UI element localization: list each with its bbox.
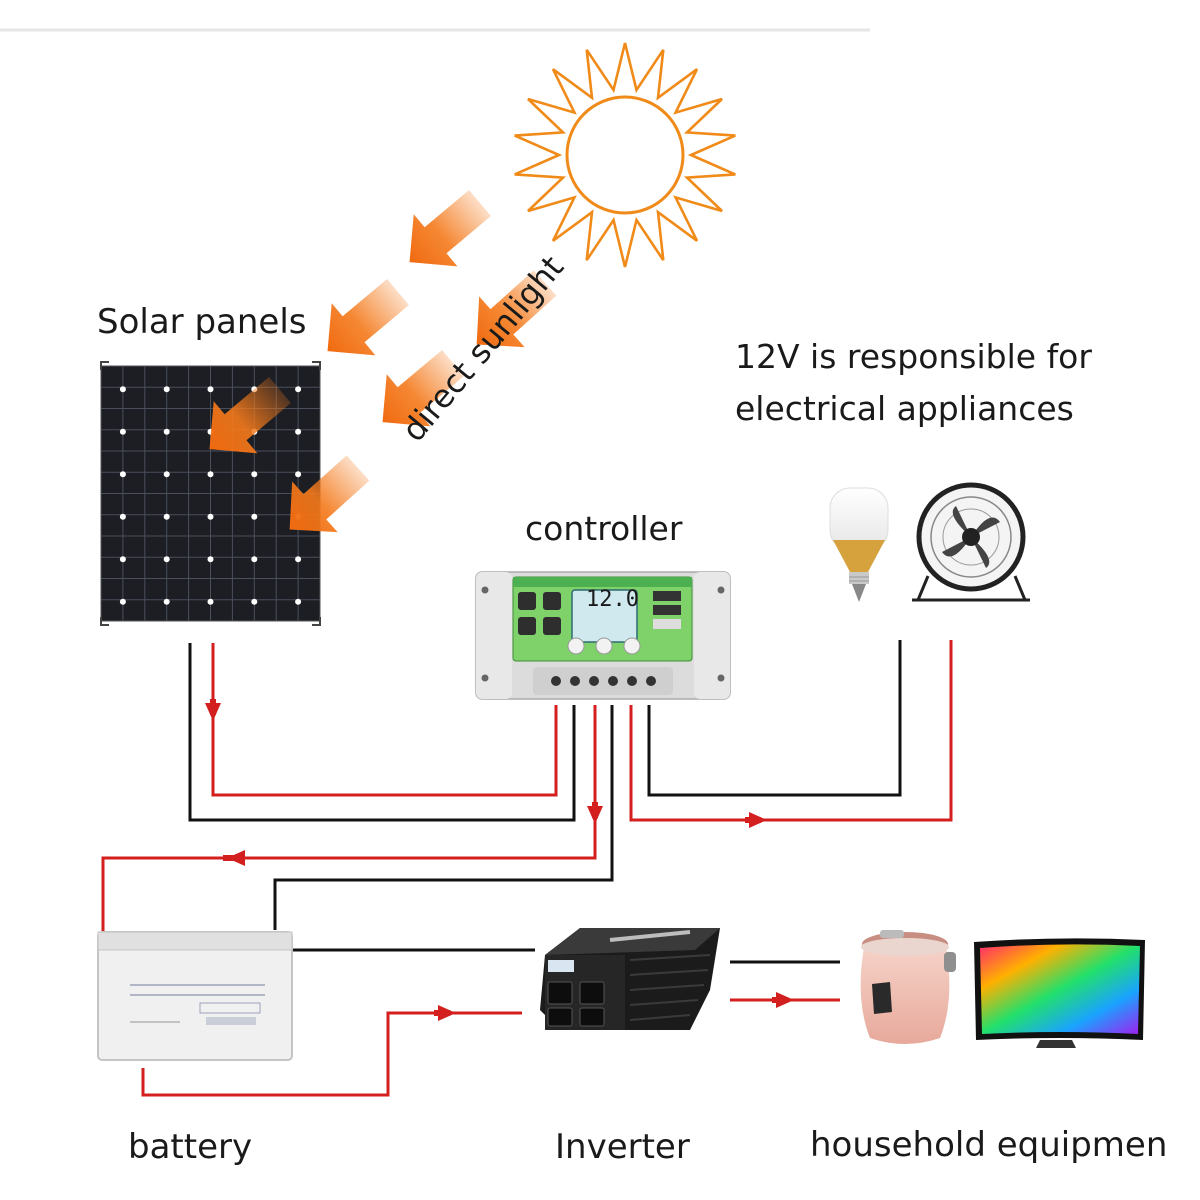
charge-controller-icon bbox=[475, 571, 731, 700]
household-equipment-label: household equipmen bbox=[810, 1125, 1168, 1165]
desk-fan-icon bbox=[912, 482, 1030, 602]
rice-cooker-icon bbox=[860, 930, 956, 1044]
current-direction-arrows bbox=[205, 699, 794, 1021]
appliance-note-line1: 12V is responsible for bbox=[735, 337, 1092, 376]
controller-voltage-display: 12.0 bbox=[586, 587, 639, 612]
battery-label: battery bbox=[128, 1127, 253, 1167]
inverter-label: Inverter bbox=[555, 1127, 690, 1167]
solar-panels-label: Solar panels bbox=[97, 302, 307, 342]
appliance-note: 12V is responsible for electrical applia… bbox=[735, 338, 1092, 442]
sun-icon bbox=[514, 42, 736, 268]
tv-icon bbox=[974, 938, 1145, 1048]
led-bulb-icon bbox=[829, 487, 889, 602]
controller-label: controller bbox=[525, 509, 683, 548]
battery-icon bbox=[97, 931, 293, 1061]
appliance-note-line2: electrical appliances bbox=[735, 388, 1074, 428]
negative-wires bbox=[188, 640, 902, 964]
inverter-icon bbox=[540, 928, 720, 1030]
